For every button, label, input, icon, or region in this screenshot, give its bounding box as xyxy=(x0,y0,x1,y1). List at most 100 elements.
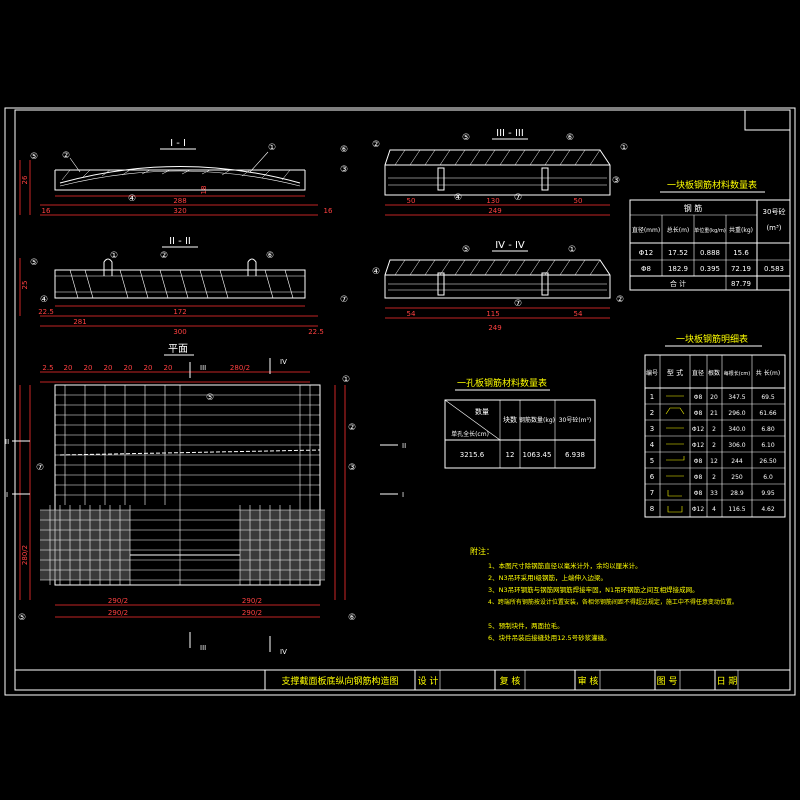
table3-h5: 共 长(m) xyxy=(756,369,780,377)
table3-r4-c3: 12 xyxy=(710,458,718,465)
table2-header-concrete: 30号砼(m³) xyxy=(559,416,592,424)
table3-r2-c0: 3 xyxy=(650,425,654,433)
s3-dim-130: 130 xyxy=(486,197,499,205)
table3-r2-c2: Φ12 xyxy=(692,426,705,433)
s2-callout-1: ① xyxy=(110,251,118,261)
s4-dim-54a: 54 xyxy=(407,310,416,318)
table3-h1: 型 式 xyxy=(667,368,683,377)
plan-mark-II-left: II xyxy=(5,438,9,446)
table3-r4-c4: 244 xyxy=(731,458,743,465)
plan-top-dim-7: 280/2 xyxy=(230,364,250,372)
title-block: 支撑截面板底纵向钢筋构造图 设 计 复 核 审 核 图 号 日 期 xyxy=(15,669,790,690)
s2-dim-25: 25 xyxy=(21,281,29,290)
table3-r7-c5: 4.62 xyxy=(761,506,775,513)
plan-mark-IV-top: IV xyxy=(280,358,287,366)
notes-heading: 附注： xyxy=(470,546,494,556)
s3-callout-7: ⑦ xyxy=(514,193,522,203)
plan-mark-I-left: I xyxy=(6,491,8,499)
s4-callout-7: ⑦ xyxy=(514,299,522,309)
corner-box xyxy=(744,109,791,131)
s1-dim-288: 288 xyxy=(173,197,186,205)
table2-row-head: 单孔全长(cm) xyxy=(451,430,489,438)
note-1: 1、本图尺寸除钢筋直径以毫米计外，余均以厘米计。 xyxy=(488,561,642,570)
table1-header-concrete: 30号砼 xyxy=(763,207,786,216)
table3-r4-c5: 26.50 xyxy=(759,458,776,465)
table3-r0-c0: 1 xyxy=(650,393,654,401)
table3-h2: 直径 xyxy=(692,369,704,377)
note-2: 2、N3吊环采用I级钢筋，上端伸入边梁。 xyxy=(488,573,607,582)
s4-callout-1: ① xyxy=(568,245,576,255)
section-1: I - I 288 320 16 16 26 18 ⑤ ② ① ⑥ ③ ④ xyxy=(19,138,348,216)
outer-frame xyxy=(4,107,796,696)
table3-h0: 编号 xyxy=(646,369,658,377)
table3-r6-c0: 7 xyxy=(650,489,654,497)
s3-callout-6: ⑥ xyxy=(566,133,574,143)
table1-r0-c1: 17.52 xyxy=(668,249,688,257)
s2-dim-281: 281 xyxy=(73,318,86,326)
table3-r6-c4: 28.9 xyxy=(730,490,744,497)
plan-left-dim: 280/2 xyxy=(21,545,29,565)
s2-callout-2: ② xyxy=(160,251,168,261)
table1-r1-c1: 182.9 xyxy=(668,265,688,273)
table3-r1-c3: 21 xyxy=(710,410,718,417)
s2-callout-6: ⑥ xyxy=(266,251,274,261)
s1-callout-5: ⑤ xyxy=(30,152,38,162)
design-label: 设 计 xyxy=(418,675,439,687)
table1-r1-c2: 0.395 xyxy=(700,265,720,273)
table1-total-value: 87.79 xyxy=(731,280,751,288)
s1-callout-3: ③ xyxy=(340,165,348,175)
table3-h3: 根数 xyxy=(708,369,720,377)
s3-callout-4: ④ xyxy=(454,193,462,203)
plan-top-dim-5: 20 xyxy=(144,364,153,372)
s2-dim-172: 172 xyxy=(173,308,186,316)
table2-r0-c0: 3215.6 xyxy=(460,451,485,459)
section-4-hatch xyxy=(394,259,601,276)
plan-lower-mesh-left xyxy=(40,510,130,580)
table1-header-rebar: 钢 筋 xyxy=(684,203,703,213)
table3-r3-c4: 306.0 xyxy=(728,442,745,449)
table-rebar-detail: 一块板钢筋明细表 编号 型 式 直径 根数 每根长(cm) 共 长(m) 1 Φ… xyxy=(644,333,786,518)
drawing-name: 支撑截面板底纵向钢筋构造图 xyxy=(281,675,398,687)
table3-r4-c0: 5 xyxy=(650,457,654,465)
table3-r1-c2: Φ8 xyxy=(694,410,703,417)
plan-mark-I-right: I xyxy=(402,491,404,499)
table2-header-rebar: 钢筋数量(kg) xyxy=(519,416,555,424)
note-3: 3、N3吊环钢筋与钢筋网钢筋焊接牢固，N1吊环钢筋之间互相焊接成网。 xyxy=(488,585,699,594)
s1-dim-26: 26 xyxy=(21,175,29,184)
s1-callout-1: ① xyxy=(268,143,276,153)
table3-title: 一块板钢筋明细表 xyxy=(676,333,748,345)
plan-callout-2: ② xyxy=(348,423,356,433)
s3-callout-5: ⑤ xyxy=(462,133,470,143)
plan-mark-III-top: III xyxy=(200,364,206,372)
s2-dim-22a: 22.5 xyxy=(38,308,54,316)
plan-bottom-dim-0: 290/2 xyxy=(108,597,128,605)
s4-callout-2: ② xyxy=(616,295,624,305)
plan-top-dim-4: 20 xyxy=(124,364,133,372)
table3-r6-c3: 33 xyxy=(710,490,718,497)
table3-r5-c3: 2 xyxy=(712,474,716,481)
section-1-title: I - I xyxy=(170,138,186,149)
s1-callout-2: ② xyxy=(62,151,70,161)
table3-h4: 每根长(cm) xyxy=(724,370,751,377)
table3-shape-sketches xyxy=(665,395,685,513)
s3-dim-50b: 50 xyxy=(574,197,583,205)
table2-r0-c3: 6.938 xyxy=(565,451,585,459)
section-3-hatch xyxy=(394,149,601,166)
section-4: IV - IV 54 115 54 249 ④ ⑤ ① ② ⑦ xyxy=(372,240,624,332)
plan-callout-6: ⑥ xyxy=(348,613,356,623)
s1-callout-4: ④ xyxy=(128,194,136,204)
s3-callout-2: ② xyxy=(372,140,380,150)
plan-mark-III-bottom: III xyxy=(200,644,206,652)
table3-r3-c0: 4 xyxy=(650,441,655,449)
s2-callout-5: ⑤ xyxy=(30,258,38,268)
table1-sub-4: (m³) xyxy=(766,224,781,232)
plan-top-dim-1: 20 xyxy=(64,364,73,372)
table1-r1-c4: 0.583 xyxy=(764,265,784,273)
plan-callout-7: ⑦ xyxy=(36,463,44,473)
table3-r3-c3: 2 xyxy=(712,442,716,449)
table1-title: 一块板钢筋材料数量表 xyxy=(667,179,757,191)
table3-r5-c4: 250 xyxy=(731,474,743,481)
review-label: 复 核 xyxy=(500,675,521,687)
table3-r0-c2: Φ8 xyxy=(694,394,703,401)
section-4-title: IV - IV xyxy=(495,240,525,251)
